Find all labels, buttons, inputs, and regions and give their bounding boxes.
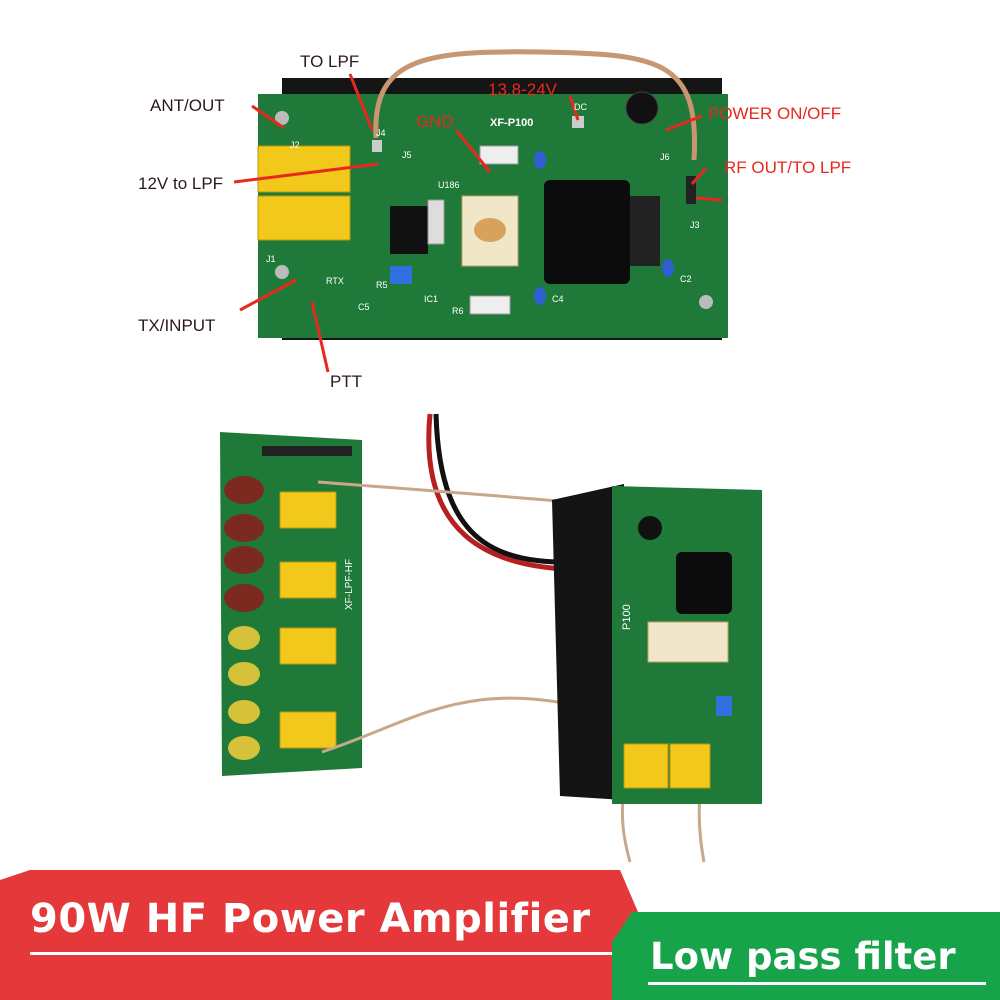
top-photo: XF-P100 DC U186 J1 J2 J3 J4 J5 J6 RTX R5… bbox=[0, 0, 1000, 400]
label-ant-out: ANT/OUT bbox=[150, 96, 225, 115]
banner-subtitle: Low pass filter bbox=[650, 935, 956, 978]
label-ptt: PTT bbox=[330, 372, 363, 391]
svg-text:J5: J5 bbox=[402, 150, 412, 160]
lpf-and-amplifier-illustration: XF-LPF-HF P100 bbox=[220, 413, 762, 863]
svg-text:J6: J6 bbox=[660, 152, 670, 162]
banner-title: 90W HF Power Amplifier bbox=[30, 896, 591, 942]
annotation-arrows bbox=[233, 73, 723, 373]
banner-green-background bbox=[612, 912, 1000, 1000]
svg-text:C5: C5 bbox=[358, 302, 370, 312]
electrolytic-capacitor bbox=[625, 91, 659, 125]
relay-2 bbox=[257, 195, 351, 241]
svg-text:RTX: RTX bbox=[326, 276, 344, 286]
lpf-marking: XF-LPF-HF bbox=[344, 559, 355, 610]
bottom-photo: XF-LPF-HF P100 bbox=[0, 400, 1000, 870]
label-to-lpf: TO LPF bbox=[300, 52, 360, 71]
svg-text:J1: J1 bbox=[266, 254, 276, 264]
heatsink-bottom bbox=[552, 484, 624, 800]
label-gnd: GND bbox=[416, 112, 454, 131]
model-marking: XF-P100 bbox=[490, 117, 533, 129]
amplifier-board-illustration: XF-P100 DC U186 J1 J2 J3 J4 J5 J6 RTX R5… bbox=[233, 49, 728, 373]
banner-title-underline bbox=[30, 952, 622, 955]
coax-cable bbox=[373, 49, 698, 161]
transformer bbox=[544, 180, 630, 284]
svg-text:C4: C4 bbox=[552, 294, 564, 304]
label-power-on-off: POWER ON/OFF bbox=[708, 104, 842, 123]
svg-text:J3: J3 bbox=[690, 220, 700, 230]
svg-text:R5: R5 bbox=[376, 280, 388, 290]
lpf-relays bbox=[279, 491, 337, 749]
toroid-coils bbox=[224, 476, 264, 760]
amp-marking: P100 bbox=[621, 604, 633, 630]
svg-text:J4: J4 bbox=[376, 128, 386, 138]
svg-text:R6: R6 bbox=[452, 306, 464, 316]
svg-text:J2: J2 bbox=[290, 140, 300, 150]
svg-text:DC: DC bbox=[574, 102, 587, 112]
label-rf-out-to-lpf: RF OUT/TO LPF bbox=[724, 158, 852, 177]
label-voltage: 13.8-24V bbox=[488, 80, 557, 99]
svg-text:C2: C2 bbox=[680, 274, 692, 284]
banner-red-background bbox=[0, 870, 650, 1000]
banner-subtitle-underline bbox=[648, 982, 986, 985]
label-12v-to-lpf: 12V to LPF bbox=[138, 174, 224, 193]
svg-text:IC1: IC1 bbox=[424, 294, 438, 304]
svg-text:U186: U186 bbox=[438, 180, 460, 190]
label-tx-input: TX/INPUT bbox=[138, 316, 216, 335]
